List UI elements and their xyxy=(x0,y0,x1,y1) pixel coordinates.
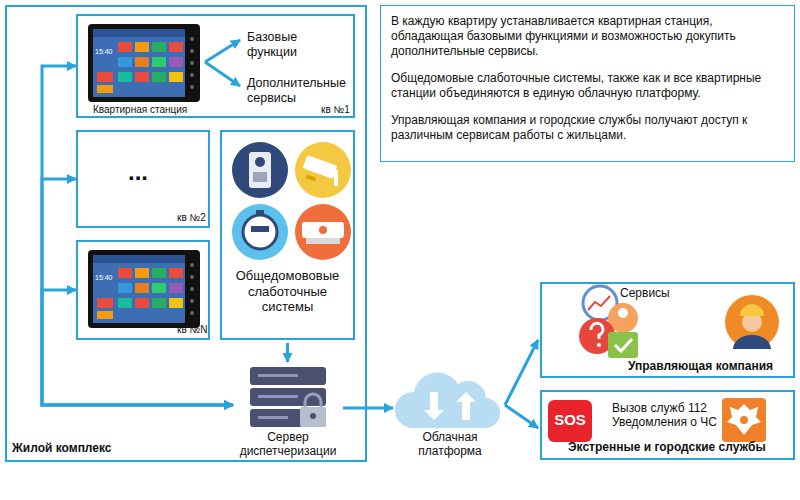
services-caption: Сервисы xyxy=(620,286,670,300)
note-box: В каждую квартиру устанавливается кварти… xyxy=(380,5,795,162)
fork-arrows xyxy=(205,40,240,86)
company-title: Управляющая компания xyxy=(628,359,773,373)
apartment-box: кв №N xyxy=(76,240,210,340)
emblem-icon xyxy=(722,398,766,442)
meter-icon xyxy=(232,204,288,260)
device-caption: Квартирная станция xyxy=(93,104,187,116)
cloud-caption: Облачная платформа xyxy=(395,430,505,459)
note-paragraph: Управляющая компания и городские службы … xyxy=(391,113,784,143)
station-image xyxy=(88,250,200,328)
company-box: СервисыУправляющая компания xyxy=(540,282,795,378)
screen-time: 15:40 xyxy=(95,274,113,282)
function-label: Дополнительные сервисы xyxy=(247,76,359,106)
camera-icon xyxy=(295,142,351,198)
server-node: Сервер диспетчеризации xyxy=(233,362,343,458)
connector-arrow xyxy=(42,179,233,405)
function-label: Базовые функции xyxy=(247,30,322,60)
apartment-number: кв №2 xyxy=(177,212,206,224)
ellipsis: ... xyxy=(128,158,148,187)
systems-box: Общедомововые слаботочные системы xyxy=(220,130,355,340)
services-caption: Вызов служб 112 Уведомления о ЧС xyxy=(612,401,726,430)
apartment-box: Базовые функцииДополнительные сервисыКва… xyxy=(76,14,355,118)
cloud-node: Облачная платформа xyxy=(395,365,505,460)
services-box: SOS Вызов служб 112 Уведомления о ЧС Экстр… xyxy=(540,390,795,460)
server-caption: Сервер диспетчеризации xyxy=(233,430,343,459)
connector-arrow xyxy=(505,340,538,405)
sensor-icon xyxy=(295,204,351,260)
screen-time: 15:40 xyxy=(95,48,113,56)
connector-arrow xyxy=(505,405,538,428)
systems-title: Общедомововые слаботочные системы xyxy=(223,268,352,315)
note-paragraph: Общедомовые слаботочные системы, также к… xyxy=(391,71,784,101)
region-box: Базовые функцииДополнительные сервисыКва… xyxy=(5,5,367,462)
services-title: Экстренные и городские службы xyxy=(568,440,766,454)
station-image xyxy=(88,24,200,102)
apartment-number: кв №1 xyxy=(321,104,350,116)
server-icon xyxy=(250,367,326,427)
region-title: Жилой комплекс xyxy=(12,441,112,455)
note-paragraph: В каждую квартиру устанавливается кварти… xyxy=(391,14,784,59)
connector-arrow xyxy=(286,343,289,362)
cloud-icon xyxy=(395,373,500,428)
connector-arrow xyxy=(343,407,393,410)
apartment-number: кв №N xyxy=(177,324,207,336)
intercom-icon xyxy=(232,142,288,198)
apartment-box: ... кв №2 xyxy=(76,130,210,228)
worker-icon xyxy=(725,295,779,349)
sos-icon xyxy=(548,400,592,442)
sos-text: SOS xyxy=(548,411,592,429)
